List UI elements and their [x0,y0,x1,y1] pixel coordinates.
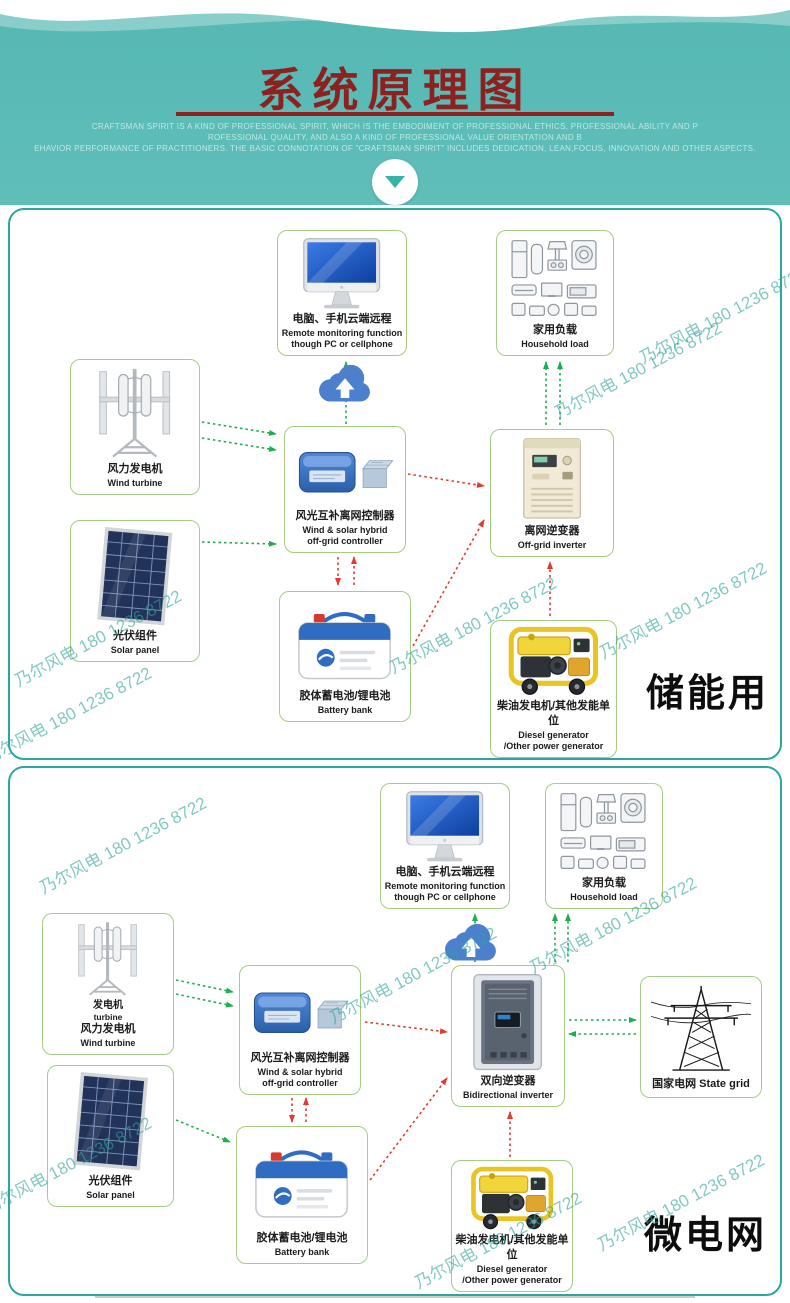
node-hybrid-controller: 风光互补离网控制器 Wind & solar hybrid off-grid c… [239,965,361,1095]
computer-icon [384,788,506,865]
microgrid-panel: 电脑、手机云端远程 Remote monitoring function tho… [8,766,782,1296]
node-caption-en: /Other power generator [462,1274,562,1285]
node-caption-cn: 国家电网 State grid [652,1077,750,1090]
node-caption-cn: 发电机 [93,1000,123,1012]
node-diesel-generator: 柴油发电机/其他发能单位 Diesel generator /Other pow… [451,1160,573,1292]
node-caption-cn: 双向逆变器 [480,1075,536,1088]
node-caption-cn: 风光互补离网控制器 [250,1052,350,1065]
computer-icon [281,235,403,312]
node-caption-en: Wind & solar hybrid [257,1066,343,1077]
chevron-down-icon [385,176,405,188]
node-caption-en: Diesel generator [476,1263,548,1274]
node-wind-turbine: 发电机 turbine 风力发电机 Wind turbine [42,913,174,1055]
storage-panel: 电脑、手机云端远程 Remote monitoring function tho… [8,208,782,760]
bidirectional-inverter-icon [455,970,561,1074]
household-appliances-icon [500,235,610,323]
node-remote-monitoring: 电脑、手机云端远程 Remote monitoring function tho… [277,230,407,356]
node-caption-en: Bidirectional inverter [462,1089,554,1100]
node-caption-cn: 电脑、手机云端远程 [395,866,495,879]
cloud-upload-icon [314,360,376,412]
node-caption-cn: 光伏组件 [113,630,157,643]
node-caption-en: Off-grid inverter [517,539,587,550]
node-state-grid: 国家电网 State grid [640,976,762,1098]
node-caption-en: off-grid controller [262,1077,338,1088]
generator-icon [494,625,613,699]
node-caption-cn: 家用负载 [582,877,626,890]
node-solar-panel: 光伏组件 Solar panel [47,1065,174,1207]
node-caption-en: Solar panel [110,644,160,655]
node-solar-panel: 光伏组件 Solar panel [70,520,200,662]
node-caption-cn: 柴油发电机/其他发能单位 [455,1233,569,1262]
node-caption-en: Household load [570,891,638,902]
transmission-tower-icon [644,981,758,1077]
header: 系统原理图 CRAFTSMAN SPIRIT IS A KIND OF PROF… [0,0,790,205]
title-underline [176,112,614,116]
page-title: 系统原理图 [257,64,533,116]
bottom-divider [95,1296,695,1298]
storage-label: 储能用 [646,673,770,715]
node-caption-en: Remote monitoring function [281,327,403,338]
node-caption-en: Diesel generator [518,729,589,740]
node-caption-en: Battery bank [317,704,373,715]
node-caption-cn: 风光互补离网控制器 [295,510,395,523]
node-caption-cn: 离网逆变器 [524,525,580,538]
node-caption-cn: 光伏组件 [88,1175,133,1188]
node-caption-cn: 胶体蓄电池/锂电池 [256,1232,348,1245]
battery-icon [240,1131,364,1231]
node-caption-en: off-grid controller [307,535,383,546]
node-battery-bank: 胶体蓄电池/锂电池 Battery bank [236,1126,368,1264]
node-caption-en: Wind turbine [80,1037,136,1048]
node-caption-cn: 家用负载 [533,324,577,337]
wind-turbine-icon [46,918,170,999]
node-caption-en: /Other power generator [503,740,604,751]
node-battery-bank: 胶体蓄电池/锂电池 Battery bank [279,591,411,722]
node-caption-cn: 风力发电机 [80,1023,136,1036]
node-wind-turbine: 风力发电机 Wind turbine [70,359,200,495]
node-household-load: 家用负载 Household load [496,230,614,356]
node-caption-en: Solar panel [86,1189,135,1200]
node-caption-cn: 柴油发电机/其他发能单位 [496,699,611,728]
wind-turbine-icon [74,364,196,462]
household-appliances-icon [549,788,659,876]
node-caption-en: Wind & solar hybrid [302,524,388,535]
node-diesel-generator: 柴油发电机/其他发能单位 Diesel generator /Other pow… [490,620,617,758]
header-subtitle-line: EHAVIOR PERFORMANCE OF PRACTITIONERS. TH… [34,144,756,153]
battery-icon [283,596,407,689]
node-caption-en: Remote monitoring function [384,880,506,891]
node-caption-cn: 风力发电机 [107,463,163,476]
node-household-load: 家用负载 Household load [545,783,663,909]
node-hybrid-controller: 风光互补离网控制器 Wind & solar hybrid off-grid c… [284,426,406,553]
node-offgrid-inverter: 离网逆变器 Off-grid inverter [490,429,614,557]
scroll-down-indicator[interactable] [372,159,418,205]
controller-icon [288,431,402,509]
node-remote-monitoring: 电脑、手机云端远程 Remote monitoring function tho… [380,783,510,909]
header-subtitle-line: CRAFTSMAN SPIRIT IS A KIND OF PROFESSION… [91,122,699,131]
node-caption-en: Wind turbine [107,477,163,488]
node-caption-cn: 电脑、手机云端远程 [292,313,392,326]
node-caption-en: though PC or cellphone [291,338,393,349]
node-caption-en: Battery bank [274,1246,330,1257]
microgrid-label: 微电网 [644,1215,768,1257]
node-caption-en: turbine [93,1012,123,1023]
inverter-icon [494,434,610,524]
header-subtitle-line: ROFESSIONAL QUALITY, AND ALSO A KIND OF … [207,133,583,142]
node-caption-cn: 胶体蓄电池/锂电池 [299,690,391,703]
header-wave [0,0,790,33]
node-caption-en: though PC or cellphone [394,891,496,902]
node-bidirectional-inverter: 双向逆变器 Bidirectional inverter [451,965,565,1107]
node-caption-en: Household load [521,338,589,349]
